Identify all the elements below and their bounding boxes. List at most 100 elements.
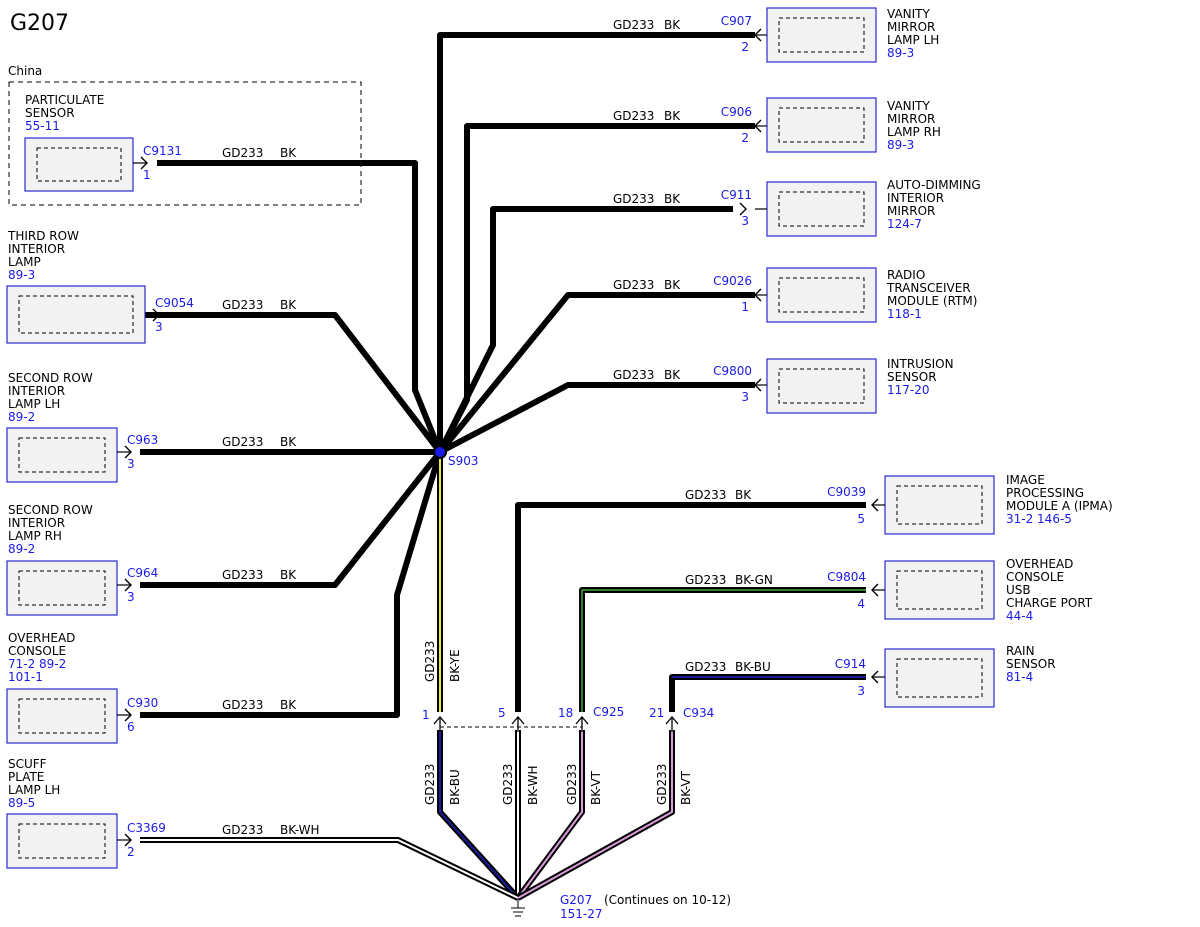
component-ref: 81-4 xyxy=(1006,670,1033,684)
wire-circuit: GD233 xyxy=(613,18,654,32)
connector-pin: 3 xyxy=(155,320,163,334)
component-name: TRANSCEIVER xyxy=(886,281,971,295)
component-right-bottom-0-inner xyxy=(896,485,983,525)
component-name: LAMP RH xyxy=(8,529,62,543)
component-right-top-4-inner xyxy=(778,368,865,404)
connector-pin: 2 xyxy=(741,131,749,145)
component-name: RADIO xyxy=(887,268,925,282)
wire-c964 xyxy=(140,450,443,588)
wire-circuit: GD233 xyxy=(222,298,263,312)
connector-id: C914 xyxy=(835,657,866,671)
connector-id: C9800 xyxy=(713,364,752,378)
wire-circuit: GD233 xyxy=(613,109,654,123)
component-name: SENSOR xyxy=(887,370,937,384)
connector-id: C930 xyxy=(127,696,158,710)
vwire-pin-1: 1 xyxy=(422,708,430,722)
component-left-2-inner xyxy=(18,437,106,473)
connector-arrow xyxy=(871,583,879,597)
wire-circuit: GD233 xyxy=(613,278,654,292)
component-name: SENSOR xyxy=(25,106,75,120)
component-name: MIRROR xyxy=(887,20,935,34)
wire-c911 xyxy=(437,206,733,454)
connector-id: C3369 xyxy=(127,821,166,835)
component-ref: 71-2 89-2 xyxy=(8,657,66,671)
wire-color: BK xyxy=(280,298,297,312)
c925-id: C925 xyxy=(593,705,624,719)
connector-arrow xyxy=(124,445,132,459)
wire-circuit: GD233 xyxy=(685,660,726,674)
component-name: INTERIOR xyxy=(887,191,944,205)
vwire-bk-wh-circuit: GD233 xyxy=(501,764,515,805)
component-right-top-0-box xyxy=(766,7,877,63)
connector-arrow xyxy=(754,119,762,133)
component-right-top-3-inner xyxy=(778,277,865,313)
component-left-3-inner xyxy=(18,570,106,606)
connector-id: C9804 xyxy=(827,570,866,584)
ground-note: (Continues on 10-12) xyxy=(604,893,731,907)
component-ref: 117-20 xyxy=(887,383,930,397)
component-right-top-3-box xyxy=(766,267,877,323)
diagram-title: G207 xyxy=(10,11,69,36)
connector-arrow xyxy=(754,378,762,392)
connector-arrow xyxy=(124,578,132,592)
connector-pin: 2 xyxy=(741,40,749,54)
component-left-0-inner xyxy=(36,147,122,182)
component-right-bottom-2-box xyxy=(884,648,995,708)
china-group-border xyxy=(8,81,362,206)
component-ref: 89-3 xyxy=(887,138,914,152)
wire-circuit: GD233 xyxy=(222,435,263,449)
component-name: MODULE A (IPMA) xyxy=(1006,499,1113,513)
component-left-5-inner xyxy=(18,823,106,859)
connector-arrow xyxy=(739,202,747,216)
vwire-pin-5: 5 xyxy=(498,706,506,720)
component-name: OVERHEAD xyxy=(8,631,75,645)
component-right-bottom-0-box xyxy=(884,475,995,535)
wire-c9026 xyxy=(437,292,755,454)
splice-id: S903 xyxy=(448,454,479,468)
component-ref: 124-7 xyxy=(887,217,922,231)
wire-circuit: GD233 xyxy=(613,192,654,206)
wire-circuit: GD233 xyxy=(222,146,263,160)
component-name: LAMP LH xyxy=(8,783,60,797)
wire-c9039 xyxy=(515,502,866,712)
component-right-bottom-1-box xyxy=(884,560,995,620)
component-right-top-2-inner xyxy=(778,191,865,227)
component-name: PARTICULATE xyxy=(25,93,104,107)
component-right-top-1-box xyxy=(766,97,877,153)
connector-id: C9026 xyxy=(713,274,752,288)
connector-arrow xyxy=(754,288,762,302)
wire-bk-gn xyxy=(579,587,866,712)
connector-id: C9054 xyxy=(155,296,194,310)
vertical-pin-arrows xyxy=(433,716,679,732)
component-name: SECOND ROW xyxy=(8,503,93,517)
connector-pin: 3 xyxy=(127,457,135,471)
component-name: LAMP xyxy=(8,255,41,269)
connector-id: C963 xyxy=(127,433,158,447)
component-name: CHARGE PORT xyxy=(1006,596,1093,610)
wire-color: BK xyxy=(280,568,297,582)
wire-c930 xyxy=(140,451,443,718)
component-ref: 89-3 xyxy=(887,46,914,60)
connector-arrow xyxy=(124,833,132,847)
china-group-label: China xyxy=(8,64,42,78)
wire-color: BK xyxy=(664,18,681,32)
component-right-top-4-box xyxy=(766,358,877,414)
ground-symbol xyxy=(511,898,525,917)
wire-color: BK-WH xyxy=(280,823,320,837)
component-ref: 44-4 xyxy=(1006,609,1033,623)
wire-c9800 xyxy=(438,382,755,455)
component-left-1-box xyxy=(6,285,146,344)
vwire-bk-vt21-color: BK-VT xyxy=(679,770,693,805)
component-name: INTRUSION xyxy=(887,357,954,371)
vwire-bk-vt18-circuit: GD233 xyxy=(565,764,579,805)
component-name: LAMP LH xyxy=(8,397,60,411)
connector-id: C9131 xyxy=(143,144,182,158)
component-name: MIRROR xyxy=(887,204,935,218)
wire-color: BK xyxy=(664,368,681,382)
